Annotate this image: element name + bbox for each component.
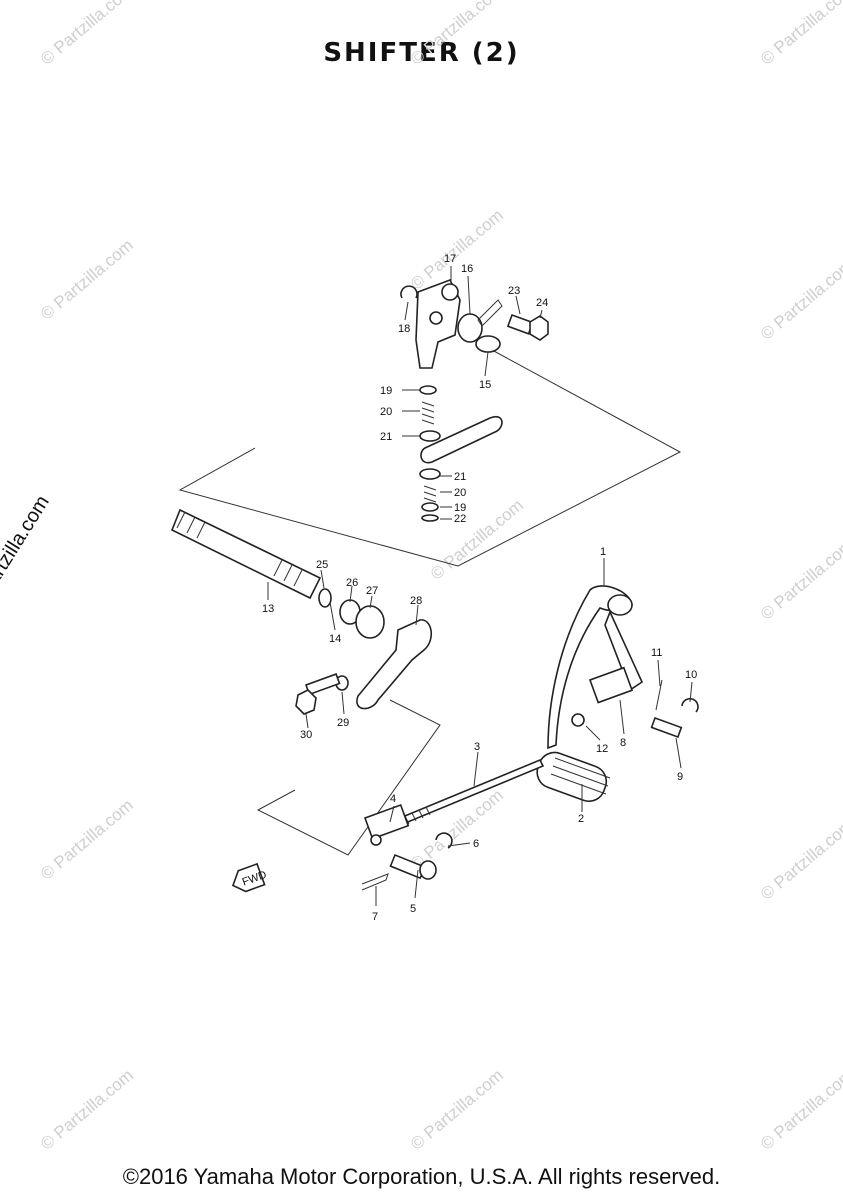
callout-19b: 19: [454, 502, 466, 514]
shift-pedal-arm: [536, 585, 699, 803]
callout-3: 3: [474, 741, 480, 753]
leader-lines: [267, 266, 693, 906]
callout-21b: 21: [454, 471, 466, 483]
callout-25: 25: [316, 559, 328, 571]
callout-10: 10: [685, 669, 697, 681]
callout-5: 5: [410, 903, 416, 915]
assembly-lines: [178, 349, 682, 856]
callout-16: 16: [461, 263, 473, 275]
callout-18: 18: [398, 323, 410, 335]
callout-28: 28: [410, 595, 422, 607]
callout-23: 23: [508, 285, 520, 297]
callout-8: 8: [620, 737, 626, 749]
callout-20b: 20: [454, 487, 466, 499]
diagram-title: SHIFTER (2): [323, 38, 520, 68]
callout-27: 27: [366, 585, 378, 597]
callout-11: 11: [651, 647, 662, 659]
callout-30: 30: [300, 729, 312, 741]
callout-26: 26: [346, 577, 358, 589]
callout-4: 4: [390, 793, 396, 805]
callout-7: 7: [372, 911, 378, 923]
callout-numbers: 1 2 3 4 5 6 7 8 9 10 11 12 13 14 15 16 1…: [262, 253, 697, 923]
callout-29: 29: [337, 717, 349, 729]
fwd-arrow-icon: FWD: [231, 862, 268, 893]
copyright-footer: ©2016 Yamaha Motor Corporation, U.S.A. A…: [122, 1164, 721, 1189]
callout-24: 24: [536, 297, 548, 309]
callout-14: 14: [329, 633, 341, 645]
shift-shaft: [170, 508, 432, 715]
callout-19a: 19: [380, 385, 392, 397]
callout-13: 13: [262, 603, 274, 615]
callout-6: 6: [473, 838, 479, 850]
callout-20a: 20: [380, 406, 392, 418]
callout-1: 1: [600, 546, 606, 558]
callout-21a: 21: [380, 431, 392, 443]
callout-12: 12: [596, 743, 608, 755]
callout-9: 9: [677, 771, 683, 783]
shift-rod: [361, 758, 545, 891]
upper-lever-assembly: [400, 278, 549, 522]
callout-2: 2: [578, 813, 584, 825]
callout-15: 15: [479, 379, 491, 391]
callout-17: 17: [444, 253, 456, 265]
callout-22: 22: [454, 513, 466, 525]
